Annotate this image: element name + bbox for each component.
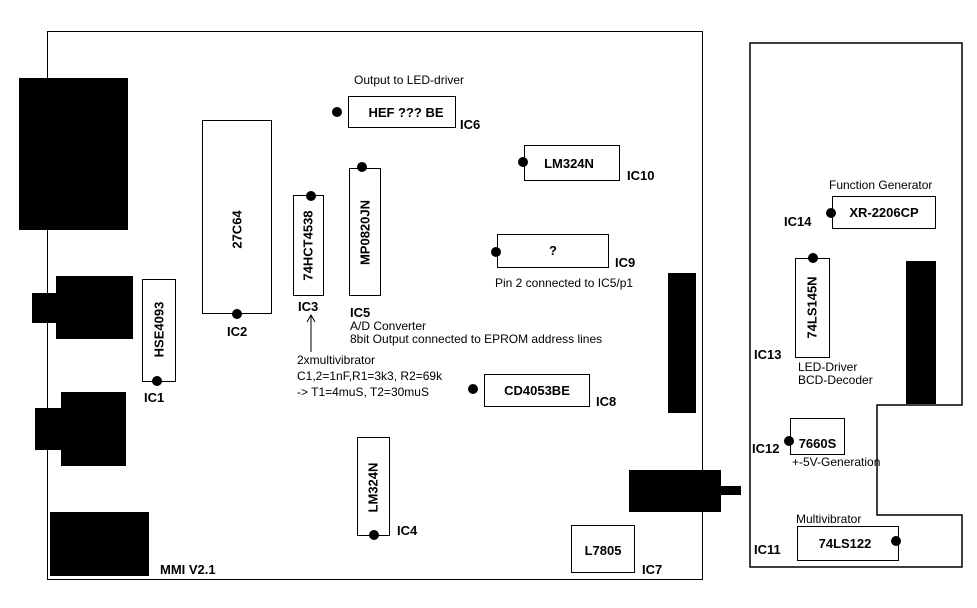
ic11-note: Multivibrator [796, 512, 862, 526]
ic14-part: XR-2206CP [849, 205, 919, 220]
ic13-part: 74LS145N [804, 276, 820, 339]
db-connector-top [47, 78, 128, 98]
ic3-note1: 2xmultivibrator [297, 353, 376, 367]
ic8-pin1 [468, 384, 478, 394]
ic6-pin1 [332, 107, 342, 117]
ic10-id: IC10 [627, 168, 655, 183]
audio-jack-2-body [61, 392, 126, 466]
ic10-part: LM324N [544, 156, 594, 171]
ic6-id: IC6 [460, 117, 481, 132]
ic12-note: +-5V-Generation [792, 455, 881, 469]
ic6-note: Output to LED-driver [354, 73, 465, 87]
ic3-id: IC3 [298, 299, 319, 314]
ic5-pin1 [357, 162, 367, 172]
ic11-pin1 [891, 536, 901, 546]
ic12-chip [790, 418, 845, 455]
ic2-chip [202, 120, 272, 314]
ic3-part: 74HCT4538 [300, 210, 316, 281]
db-connector-shell [19, 78, 47, 98]
ic3-note2: C1,2=1nF,R1=3k3, R2=69k [297, 369, 443, 383]
ic3-pin1 [306, 191, 316, 201]
audio-jack-2-front [35, 408, 61, 450]
ic4-id: IC4 [397, 523, 418, 538]
ic9-part: ? [549, 243, 557, 258]
ic5-note2: 8bit Output connected to EPROM address l… [350, 332, 603, 346]
ic5-id: IC5 [350, 305, 371, 320]
ic13-id: IC13 [754, 347, 782, 362]
header-connector-main [668, 273, 696, 413]
ic6-part: HEF ??? BE [368, 105, 444, 120]
board-title: MMI V2.1 [160, 562, 216, 577]
db-connector-tail [47, 208, 128, 230]
ic12-pin1 [784, 436, 794, 446]
ic2-id: IC2 [227, 324, 248, 339]
ic8-part: CD4053BE [504, 383, 570, 398]
ic14-id: IC14 [784, 214, 812, 229]
ic13-chip [795, 258, 830, 358]
ic13-note2: BCD-Decoder [798, 373, 873, 387]
ic9-note: Pin 2 connected to IC5/p1 [495, 276, 634, 290]
ic4-pin1 [369, 530, 379, 540]
ic13-note1: LED-Driver [798, 360, 858, 374]
ic9-chip [497, 234, 609, 268]
ic8-chip [484, 374, 590, 407]
audio-jack-1-front [32, 293, 56, 323]
ic12-id: IC12 [752, 441, 780, 456]
ic1-part: HSE4093 [151, 301, 167, 358]
ic2-pin1 [232, 309, 242, 319]
ic11-id: IC11 [754, 542, 781, 557]
ic7-id: IC7 [642, 562, 663, 577]
ic7-chip [571, 525, 635, 573]
ic14-pin1 [826, 208, 836, 218]
ic2-part: 27C64 [229, 210, 245, 249]
audio-jack-1-body [56, 276, 133, 339]
ic14-note: Function Generator [829, 178, 933, 192]
ic11-part: 74LS122 [818, 536, 872, 551]
power-connector [50, 512, 149, 576]
ic13-pin1 [808, 253, 818, 263]
ic8-id: IC8 [596, 394, 617, 409]
ic9-pin1 [491, 247, 501, 257]
ic5-chip [349, 168, 381, 296]
ic5-note1: A/D Converter [350, 319, 427, 333]
ic10-chip [524, 145, 620, 181]
ic11-chip [797, 526, 899, 561]
ic1-chip [142, 279, 176, 382]
cable-plug [721, 486, 741, 495]
ic6-chip [348, 96, 456, 128]
ic4-part: LM324N [365, 462, 381, 513]
db-connector-body [19, 98, 128, 208]
ic4-chip [357, 437, 390, 536]
header-connector-secondary [906, 261, 936, 404]
ic10-pin1 [518, 157, 528, 167]
ic1-pin1 [152, 376, 162, 386]
ic5-part: MP0820JN [357, 199, 373, 266]
ic9-id: IC9 [615, 255, 636, 270]
ic12-part: 7660S [798, 436, 837, 451]
ic1-id: IC1 [144, 390, 165, 405]
ic3-arrow [306, 313, 316, 352]
ic3-note3: -> T1=4muS, T2=30muS [297, 385, 429, 399]
ic7-part: L7805 [584, 543, 622, 558]
cable-connector [629, 470, 721, 512]
